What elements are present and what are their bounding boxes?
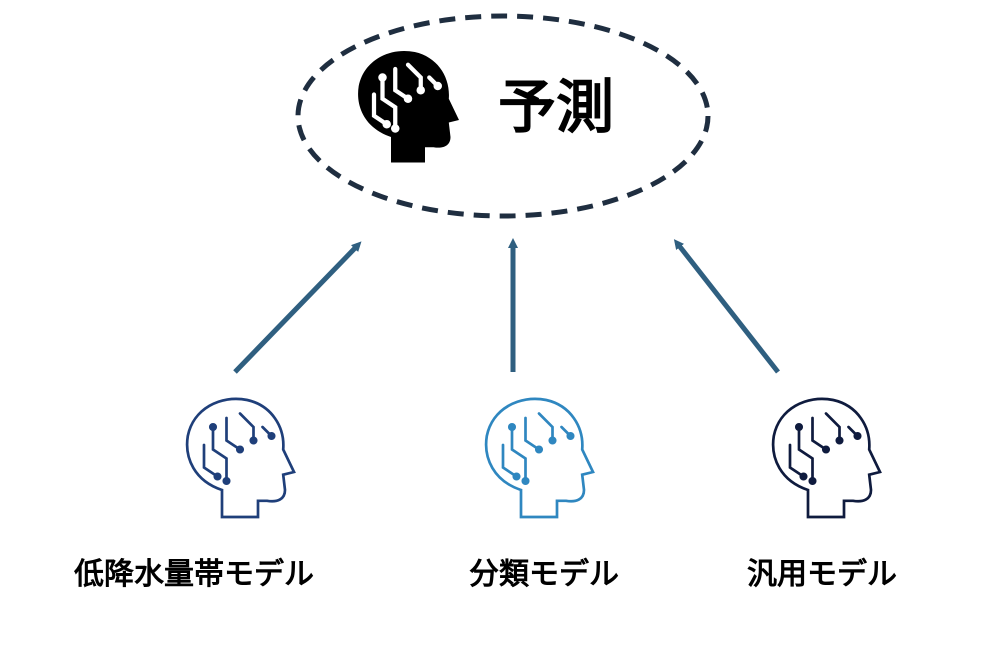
model-label-general: 汎用モデル — [747, 557, 897, 592]
ai-head-outline-icon — [484, 397, 595, 519]
ai-head-icon — [358, 50, 459, 163]
model-label-low-precipitation: 低降水量帯モデル — [74, 557, 314, 592]
ai-head-outline-icon — [185, 397, 296, 519]
model-label-classification: 分類モデル — [469, 557, 619, 592]
arrow-right — [673, 239, 780, 374]
arrow-left — [233, 241, 362, 374]
prediction-node-border — [295, 13, 711, 219]
ai-head-outline-icon — [771, 397, 882, 519]
prediction-label: 予測 — [498, 73, 615, 141]
